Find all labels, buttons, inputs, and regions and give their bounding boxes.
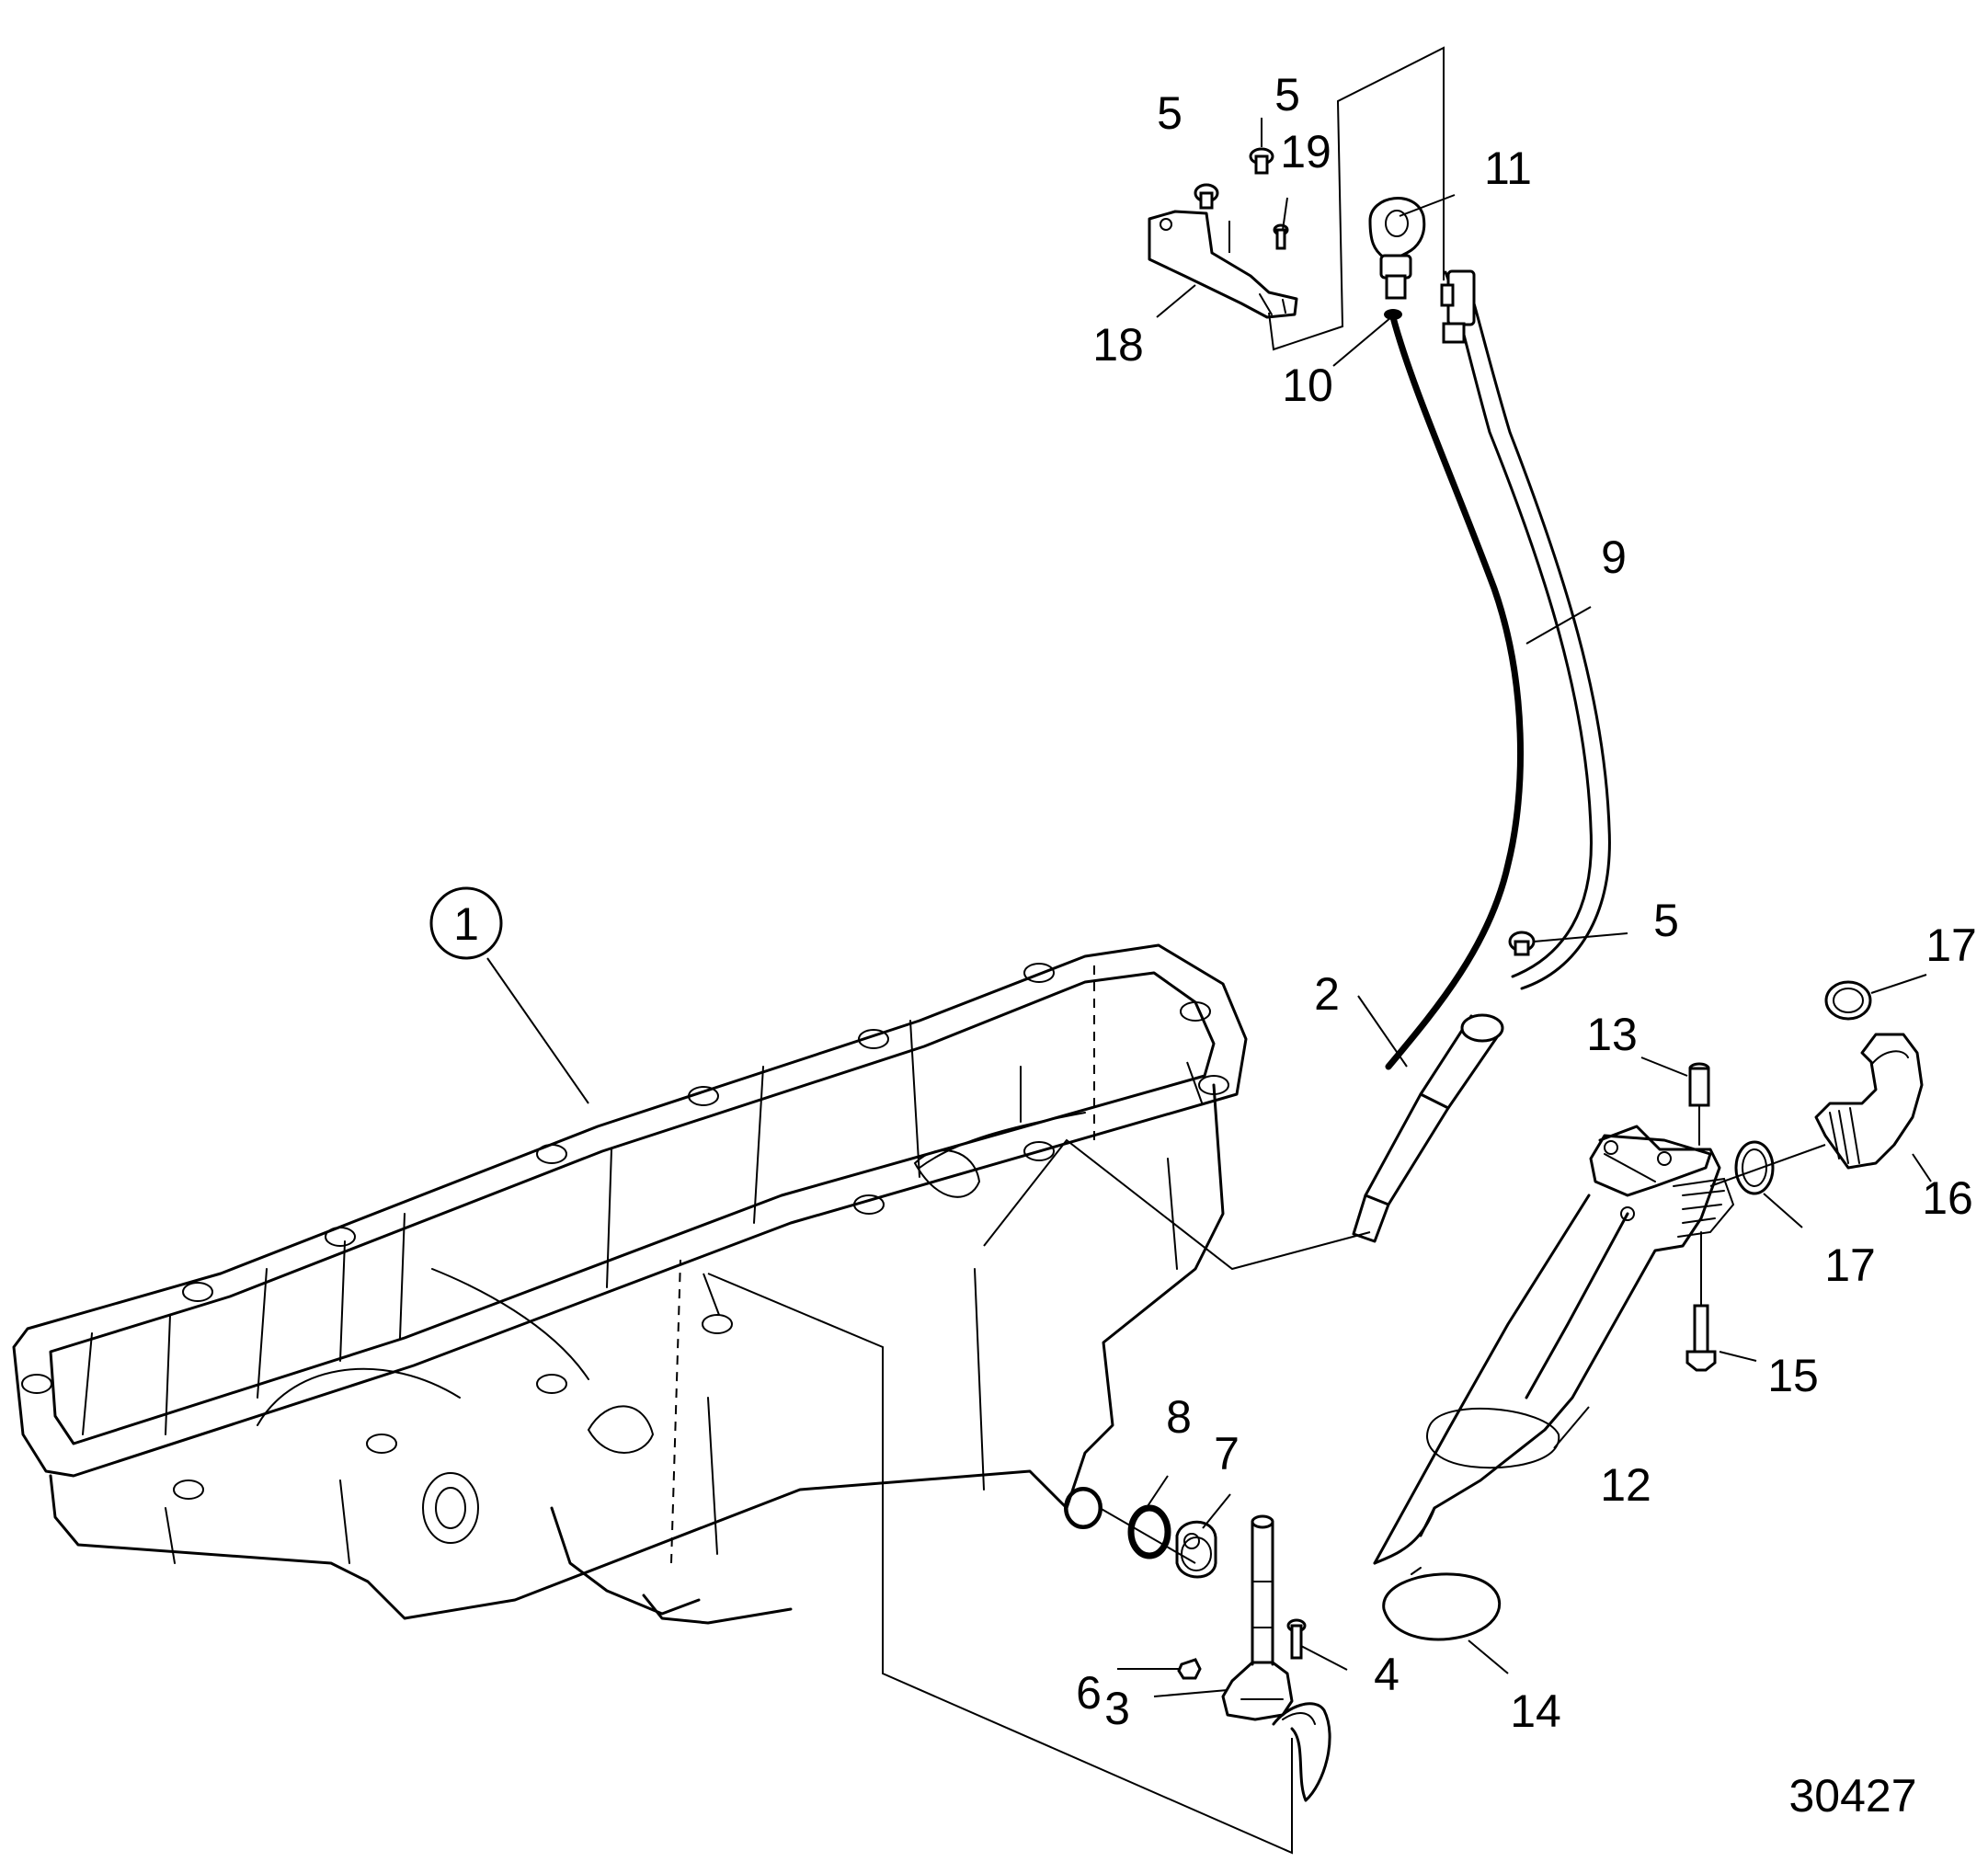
callout-11: 11 bbox=[1484, 143, 1532, 194]
elbow-16 bbox=[1814, 1033, 1924, 1170]
bolt-5-upper-right bbox=[1249, 147, 1274, 175]
callout-12: 12 bbox=[1600, 1459, 1651, 1511]
figure-id: 30427 bbox=[1788, 1770, 1916, 1822]
drain-port-ring bbox=[1065, 1488, 1102, 1528]
o-ring-17-middle bbox=[1734, 1140, 1775, 1195]
callout-1: 1 bbox=[429, 886, 503, 960]
pin-13 bbox=[1688, 1062, 1710, 1146]
callout-7: 7 bbox=[1214, 1428, 1240, 1479]
callout-5-top-right: 5 bbox=[1274, 69, 1300, 120]
bolt-5-lower bbox=[1508, 931, 1536, 956]
callout-5-lower: 5 bbox=[1653, 895, 1679, 946]
leader-lines bbox=[486, 118, 1932, 1697]
drain-axis-line bbox=[1099, 1507, 1196, 1564]
frame-tick bbox=[703, 1273, 720, 1316]
callout-2: 2 bbox=[1314, 968, 1340, 1020]
tube-reference-frame bbox=[983, 1138, 1371, 1271]
callout-13: 13 bbox=[1586, 1009, 1638, 1060]
elbow-axis-line bbox=[1709, 1144, 1826, 1187]
dipstick-bracket bbox=[1148, 210, 1298, 319]
bolt-15 bbox=[1685, 1231, 1717, 1372]
callout-4: 4 bbox=[1374, 1649, 1400, 1700]
bolt-4 bbox=[1286, 1618, 1307, 1660]
o-ring-8 bbox=[1127, 1504, 1171, 1559]
o-ring-17-top bbox=[1824, 980, 1872, 1021]
callout-14: 14 bbox=[1510, 1685, 1561, 1737]
oil-pickup-tube bbox=[1221, 1514, 1331, 1802]
pickup-reference-frame bbox=[707, 1273, 1293, 1855]
callout-17-lower: 17 bbox=[1824, 1239, 1876, 1291]
callout-16: 16 bbox=[1922, 1172, 1973, 1224]
callout-1-label: 1 bbox=[453, 898, 479, 950]
drain-plug-7 bbox=[1175, 1520, 1217, 1579]
pan-flange-bolt-bosses bbox=[21, 963, 1229, 1500]
bracket-reference-frame bbox=[1268, 46, 1445, 351]
callout-3: 3 bbox=[1104, 1683, 1130, 1734]
bolt-5-upper-left bbox=[1194, 183, 1219, 210]
dipstick bbox=[1368, 197, 1524, 1070]
dipstick-tube bbox=[1352, 269, 1611, 1243]
callout-17-top: 17 bbox=[1925, 920, 1977, 971]
oil-fill-tube bbox=[1373, 1125, 1735, 1565]
callout-10: 10 bbox=[1282, 360, 1333, 411]
callout-18: 18 bbox=[1092, 319, 1144, 371]
callout-6: 6 bbox=[1076, 1667, 1102, 1719]
callout-8: 8 bbox=[1166, 1391, 1192, 1443]
callout-9: 9 bbox=[1601, 531, 1627, 583]
oil-pan bbox=[12, 943, 1248, 1625]
callout-19: 19 bbox=[1280, 126, 1331, 177]
callout-15: 15 bbox=[1767, 1350, 1819, 1401]
screw-19 bbox=[1273, 223, 1289, 250]
callout-5-top-left: 5 bbox=[1157, 87, 1183, 139]
nut-6 bbox=[1177, 1658, 1202, 1680]
fill-cap-14 bbox=[1382, 1567, 1502, 1641]
